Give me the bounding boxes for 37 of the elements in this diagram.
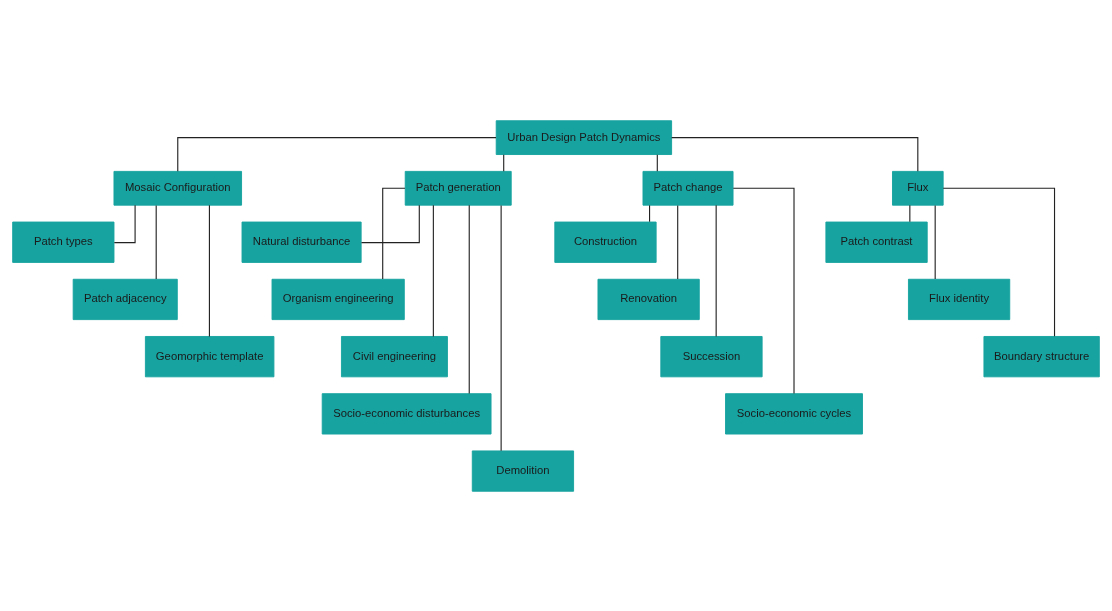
- node-box: Demolition: [471, 449, 575, 492]
- node-box: Construction: [554, 221, 657, 263]
- node-box: Urban Design Patch Dynamics: [495, 119, 673, 155]
- connector: [649, 204, 651, 222]
- node-box: Civil engineering: [340, 335, 448, 377]
- connector: [360, 204, 420, 243]
- connector: [468, 204, 470, 394]
- node-box: Patch types: [12, 221, 115, 263]
- connector: [113, 204, 136, 243]
- node-box: Organism engineering: [271, 278, 405, 320]
- node-box: Flux: [892, 170, 944, 206]
- connector: [934, 204, 936, 280]
- connector: [208, 204, 210, 337]
- node-box: Natural disturbance: [241, 221, 362, 263]
- node-box: Geomorphic template: [144, 335, 275, 377]
- connector: [942, 187, 1056, 337]
- connector: [677, 204, 679, 280]
- connector: [671, 136, 919, 172]
- connector: [155, 204, 157, 280]
- connector: [382, 187, 406, 280]
- node-box: Patch adjacency: [72, 278, 178, 320]
- connector: [732, 187, 795, 394]
- connector: [177, 136, 497, 172]
- node-box: Socio-economic cycles: [725, 392, 863, 434]
- connector: [909, 204, 911, 222]
- connector: [500, 204, 502, 451]
- node-box: Mosaic Configuration: [113, 170, 242, 206]
- node-box: Succession: [660, 335, 763, 377]
- node-box: Patch generation: [404, 170, 512, 206]
- node-box: Renovation: [597, 278, 700, 320]
- connector: [715, 204, 717, 337]
- node-box: Boundary structure: [983, 335, 1100, 377]
- node-box: Patch contrast: [825, 221, 928, 263]
- node-box: Patch change: [642, 170, 734, 206]
- connector: [432, 204, 434, 337]
- node-box: Socio-economic disturbances: [321, 392, 492, 434]
- node-box: Flux identity: [907, 278, 1011, 320]
